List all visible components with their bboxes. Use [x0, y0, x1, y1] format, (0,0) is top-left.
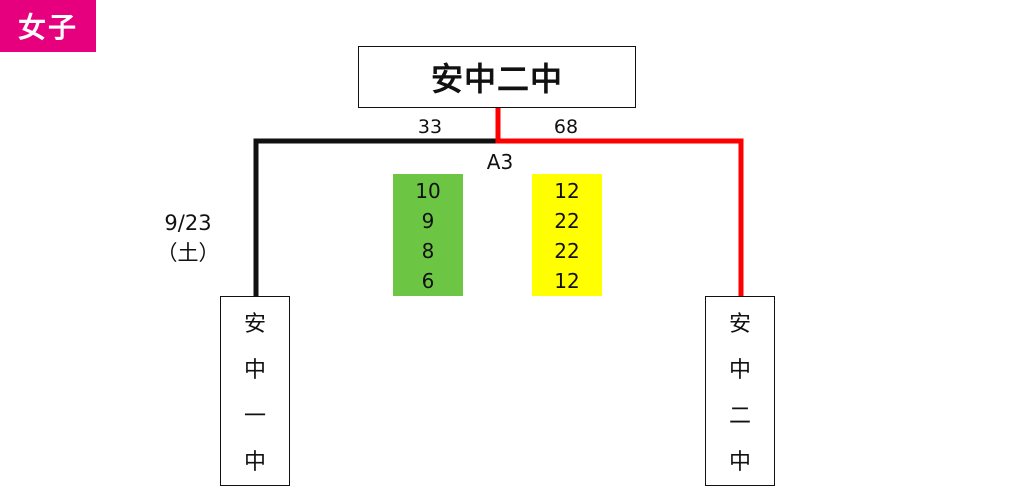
left-period-score: 10 — [415, 179, 441, 203]
left-team-char: 安 — [243, 312, 266, 337]
left-team-char: 中 — [243, 358, 266, 383]
left-team-char: 一 — [243, 404, 266, 429]
right-period-score: 12 — [554, 179, 580, 203]
right-team-box: 安 中 二 中 — [705, 296, 775, 486]
right-team-char: 安 — [728, 312, 751, 337]
right-team-char: 中 — [728, 450, 751, 475]
category-label: 女子 — [17, 11, 78, 44]
right-team-char: 二 — [728, 404, 751, 429]
right-period-scores: 12 22 22 12 — [532, 174, 602, 296]
left-team-box: 安 中 一 中 — [220, 296, 290, 486]
winner-name: 安中二中 — [430, 60, 563, 98]
left-period-score: 6 — [421, 269, 435, 293]
loser-bracket-line — [253, 138, 498, 296]
winner-box: 安中二中 — [358, 46, 636, 108]
left-period-scores: 10 9 8 6 — [393, 174, 463, 296]
match-date: 9/23 （土） — [148, 208, 228, 268]
match-id: A3 — [486, 150, 514, 174]
right-total-score: 68 — [553, 116, 579, 138]
left-period-score: 9 — [421, 209, 435, 233]
left-team-char: 中 — [243, 450, 266, 475]
right-period-score: 22 — [554, 239, 580, 263]
right-period-score: 22 — [554, 209, 580, 233]
right-team-char: 中 — [728, 358, 751, 383]
right-period-score: 12 — [554, 269, 580, 293]
winner-bracket-line — [495, 108, 744, 296]
date-line-1: 9/23 — [164, 211, 212, 235]
date-line-2: （土） — [156, 241, 220, 265]
left-total-score: 33 — [417, 116, 443, 138]
category-tag: 女子 — [0, 0, 96, 52]
left-period-score: 8 — [421, 239, 435, 263]
